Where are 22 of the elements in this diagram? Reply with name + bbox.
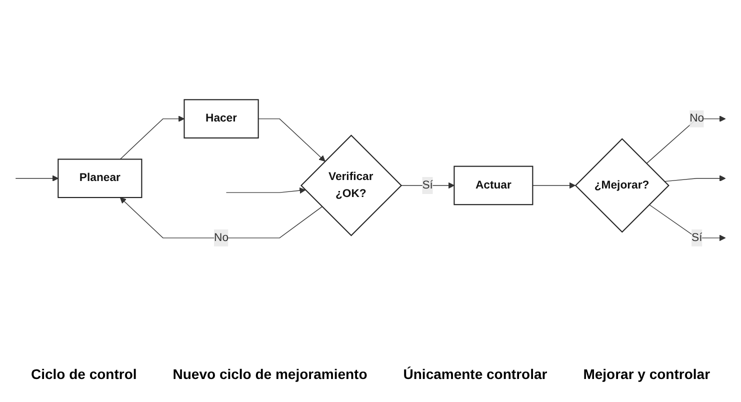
node-box: Planear	[58, 158, 142, 198]
node-box: Hacer	[184, 99, 259, 138]
edge-label: Sí	[422, 179, 433, 192]
arrow	[664, 175, 726, 182]
arrow	[120, 197, 322, 238]
arrow	[258, 118, 326, 162]
edge-label: Sí	[692, 231, 702, 244]
arrow	[648, 204, 726, 241]
arrow	[532, 182, 576, 189]
arrow	[226, 187, 306, 194]
edge-label: No	[690, 112, 704, 124]
arrow	[15, 175, 58, 182]
note-text: Mejorar y controlar	[583, 366, 710, 382]
node-diamond: ¿Mejorar?	[574, 138, 670, 233]
note-text: Ciclo de control	[30, 366, 137, 382]
note-text: Nuevo ciclo de mejoramiento	[172, 366, 368, 382]
note-text: Únicamente controlar	[403, 366, 548, 382]
edge-label: No	[214, 231, 229, 244]
node-diamond: Verificar ¿OK?	[300, 134, 402, 236]
arrow	[646, 116, 726, 164]
arrow	[120, 116, 185, 160]
node-box: Actuar	[454, 166, 534, 206]
